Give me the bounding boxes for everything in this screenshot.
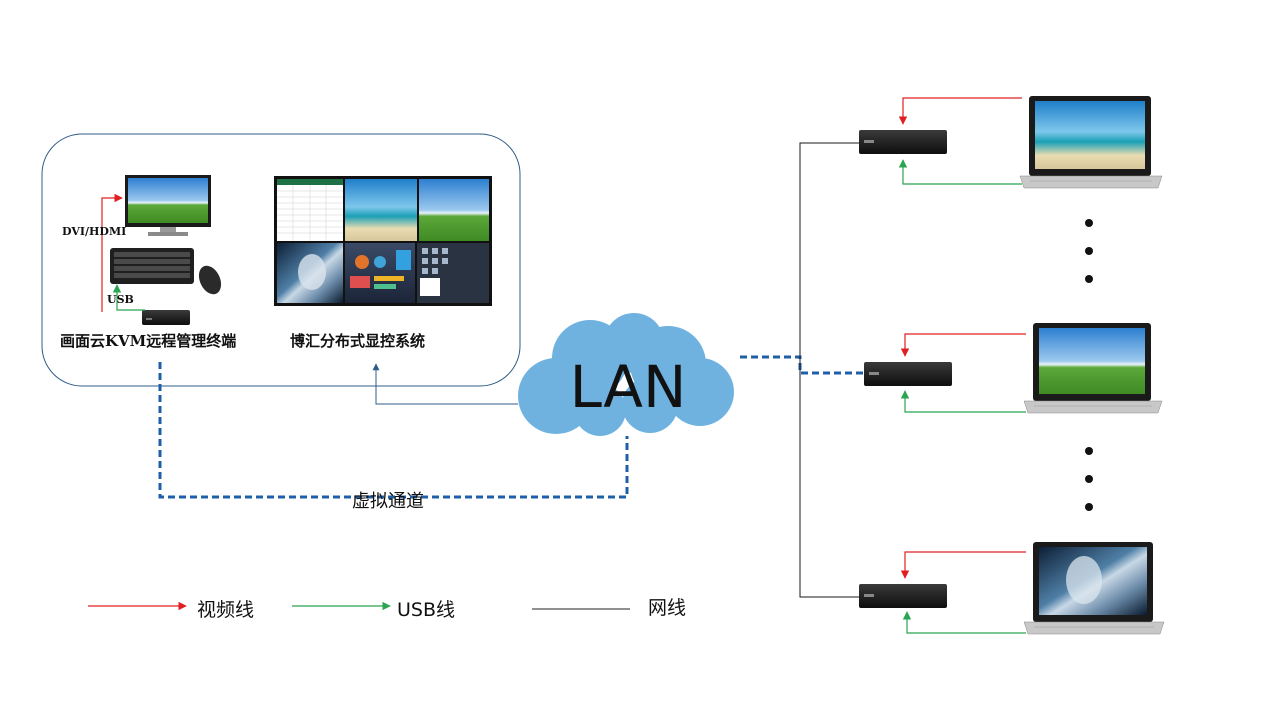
video-line-left	[101, 193, 123, 312]
virtual-channel-line	[158, 362, 629, 499]
legend-video-label: 视频线	[197, 599, 254, 621]
usb-line-3	[902, 611, 1026, 634]
video-line-3	[900, 551, 1026, 579]
usb-label: USB	[107, 293, 134, 306]
control-center-box	[41, 133, 521, 387]
laptop-icon	[1019, 96, 1163, 189]
legend-network-label: 网线	[648, 597, 686, 619]
cloud-to-display-line	[372, 363, 518, 405]
network-bus-line	[799, 142, 860, 598]
lan-label: LAN	[570, 353, 687, 421]
kvm-receiver-box-icon	[859, 584, 947, 608]
laptop-icon	[1023, 542, 1165, 635]
video-line-2	[900, 333, 1026, 357]
video-line-1	[898, 97, 1022, 125]
mouse-icon	[198, 265, 222, 295]
video-wall-icon	[274, 176, 492, 306]
kvm-terminal-box-icon	[142, 310, 190, 325]
desktop-monitor-icon	[125, 175, 211, 236]
usb-line-1	[898, 159, 1022, 185]
dvi-hdmi-label: DVI/HDMI	[62, 225, 126, 238]
remote-node-2	[864, 323, 1163, 414]
keyboard-icon	[110, 248, 194, 284]
remote-node-3	[859, 542, 1165, 635]
legend: 视频线 USB线 网线	[88, 597, 686, 621]
ellipsis-dots-2	[1085, 447, 1093, 511]
kvm-receiver-box-icon	[859, 130, 947, 154]
laptop-icon	[1023, 323, 1163, 414]
usb-line-2	[900, 390, 1026, 413]
legend-usb-label: USB线	[397, 599, 455, 621]
ellipsis-dots-1	[1085, 219, 1093, 283]
cloud-to-network-line	[740, 355, 864, 375]
remote-node-1	[859, 96, 1163, 189]
lan-cloud	[518, 313, 734, 436]
usb-line-left	[112, 284, 145, 311]
virtual-channel-label: 虚拟通道	[352, 491, 424, 512]
kvm-receiver-box-icon	[864, 362, 952, 386]
kvm-terminal-label: 画面云KVM远程管理终端	[60, 332, 236, 350]
display-system-label: 博汇分布式显控系统	[290, 332, 425, 350]
